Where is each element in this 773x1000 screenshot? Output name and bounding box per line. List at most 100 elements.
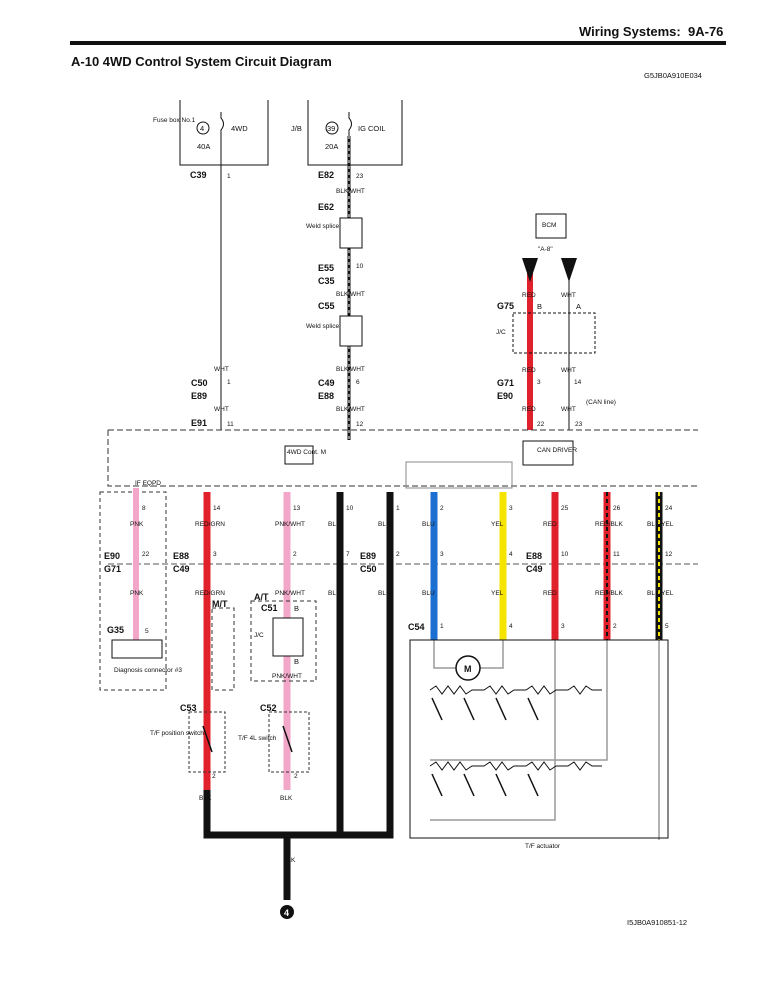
c50-label: C50 bbox=[191, 378, 208, 388]
wire-color-label: RED bbox=[543, 590, 557, 597]
wire-color-label: WHT bbox=[214, 366, 229, 373]
e89-label: E89 bbox=[191, 391, 207, 401]
wire-color-label: WHT bbox=[214, 406, 229, 413]
e88-label: E88 bbox=[318, 391, 334, 401]
g71-pin: 3 bbox=[537, 379, 541, 386]
c49-label: C49 bbox=[318, 378, 335, 388]
actuator-wire bbox=[430, 640, 660, 840]
driver-box bbox=[405, 461, 513, 489]
c49-label: C49 bbox=[173, 564, 190, 574]
wire-color-label: PNK bbox=[130, 521, 144, 528]
bcm-connector-label: "A-8" bbox=[538, 246, 553, 253]
ecm-pin-label: 26 bbox=[613, 505, 621, 512]
wire-color-label: BLK bbox=[378, 521, 391, 528]
jc-label: J/C bbox=[496, 329, 506, 336]
c39-pin: 1 bbox=[227, 173, 231, 180]
connector-pin-label: 3 bbox=[213, 551, 217, 558]
wire-color-label: BLK bbox=[378, 590, 391, 597]
fuse2-no: 39 bbox=[327, 124, 335, 133]
connector-pin-label: 10 bbox=[561, 551, 569, 558]
e91-label: E91 bbox=[191, 418, 207, 428]
g35-label: G35 bbox=[107, 625, 124, 635]
tf-4l-label: T/F 4L switch bbox=[238, 735, 277, 742]
e90-label: E90 bbox=[497, 391, 513, 401]
page-number: 9A-76 bbox=[688, 24, 724, 39]
wire-color-label: PNK/WHT bbox=[272, 673, 302, 680]
can-line-label: (CAN line) bbox=[586, 399, 616, 406]
diagnosis-connector-label: Diagnosis connector #3 bbox=[114, 667, 182, 674]
wire-color-label: WHT bbox=[561, 292, 576, 299]
wire-color-label: PNK bbox=[130, 590, 144, 597]
connector-pin-label: 12 bbox=[665, 551, 673, 558]
c51-label: C51 bbox=[261, 603, 278, 613]
connector-arrow-icon bbox=[561, 258, 577, 282]
connector-pin-label: 11 bbox=[613, 551, 620, 558]
wire-color-label: BLU bbox=[422, 521, 435, 528]
c51-pin: B bbox=[294, 604, 299, 613]
can-pin: 23 bbox=[575, 421, 583, 428]
ecm-outline bbox=[107, 429, 698, 487]
c54-pin-label: 3 bbox=[561, 623, 565, 630]
can-driver-label: CAN DRIVER bbox=[537, 447, 577, 454]
c53-label: C53 bbox=[180, 703, 197, 713]
ground-number: 4 bbox=[284, 908, 289, 918]
wire-color-label: BLK/WHT bbox=[336, 291, 365, 298]
c50-pin: 1 bbox=[227, 379, 231, 386]
weld-splice bbox=[339, 217, 363, 249]
diagram-title: A-10 4WD Control System Circuit Diagram bbox=[71, 54, 332, 69]
switch-contact-icon bbox=[527, 697, 539, 721]
can-pin: 22 bbox=[537, 421, 545, 428]
e82-label: E82 bbox=[318, 170, 334, 180]
connector-pin-label: 22 bbox=[142, 551, 150, 558]
ecm-pin-label: 1 bbox=[396, 505, 400, 512]
g75-pin-a: A bbox=[576, 302, 581, 311]
diagram-code: G5JB0A910E034 bbox=[644, 71, 702, 80]
switch-contact-icon bbox=[431, 697, 443, 721]
wire-color-label: YEL bbox=[491, 590, 504, 597]
e89-label: E89 bbox=[360, 551, 376, 561]
ecm-pin-label: 24 bbox=[665, 505, 673, 512]
wire-color-label: YEL bbox=[491, 521, 504, 528]
ground-wire bbox=[203, 790, 394, 900]
connector-pin-label: 4 bbox=[509, 551, 513, 558]
switch-contact-icon bbox=[431, 773, 443, 797]
e82-pin: 23 bbox=[356, 173, 364, 180]
c54-pin-label: 5 bbox=[665, 623, 669, 630]
c54-pin-label: 4 bbox=[509, 623, 513, 630]
e55-pin: 10 bbox=[356, 263, 364, 270]
bcm-box bbox=[535, 213, 567, 239]
c50-label: C50 bbox=[360, 564, 377, 574]
c52-label: C52 bbox=[260, 703, 277, 713]
fuse1-no: 4 bbox=[200, 124, 204, 133]
wire-color-label: BLK/WHT bbox=[336, 366, 365, 373]
c53-pin: 2 bbox=[212, 773, 216, 780]
wire-color-label: BLK/YEL bbox=[647, 590, 674, 597]
motor-icon bbox=[455, 655, 481, 681]
tf-position-switch bbox=[188, 711, 226, 773]
footer-code: I5JB0A910851-12 bbox=[627, 918, 688, 927]
diagnosis-connector bbox=[111, 639, 163, 659]
e55-label: E55 bbox=[318, 263, 334, 273]
if-eqpd-label: IF EQPD bbox=[135, 480, 161, 487]
ecm-pin-label: 10 bbox=[346, 505, 354, 512]
switch-contact-icon bbox=[282, 725, 293, 753]
wire-color-label: RED/GRN bbox=[195, 521, 225, 528]
wire-color-label: WHT bbox=[561, 367, 576, 374]
ecm-label: 4WD Cont. M bbox=[287, 449, 326, 456]
connector-arrow-icon bbox=[522, 258, 538, 282]
connector-pin-label: 2 bbox=[293, 551, 297, 558]
e91-pin: 11 bbox=[227, 421, 234, 428]
g71-pin: 14 bbox=[574, 379, 582, 386]
switch-contact-icon bbox=[527, 773, 539, 797]
fuse-number-circle bbox=[325, 121, 339, 135]
wire-color-label: RED/BLK bbox=[595, 521, 623, 528]
jb-label: J/B bbox=[291, 124, 302, 133]
c55-label: C55 bbox=[318, 301, 335, 311]
wire-color-label: RED/BLK bbox=[595, 590, 623, 597]
fuse-icon bbox=[220, 112, 352, 136]
jc-label: J/C bbox=[254, 632, 264, 639]
fuse-number-circle bbox=[196, 121, 210, 135]
wire-color-label: RED bbox=[522, 292, 536, 299]
